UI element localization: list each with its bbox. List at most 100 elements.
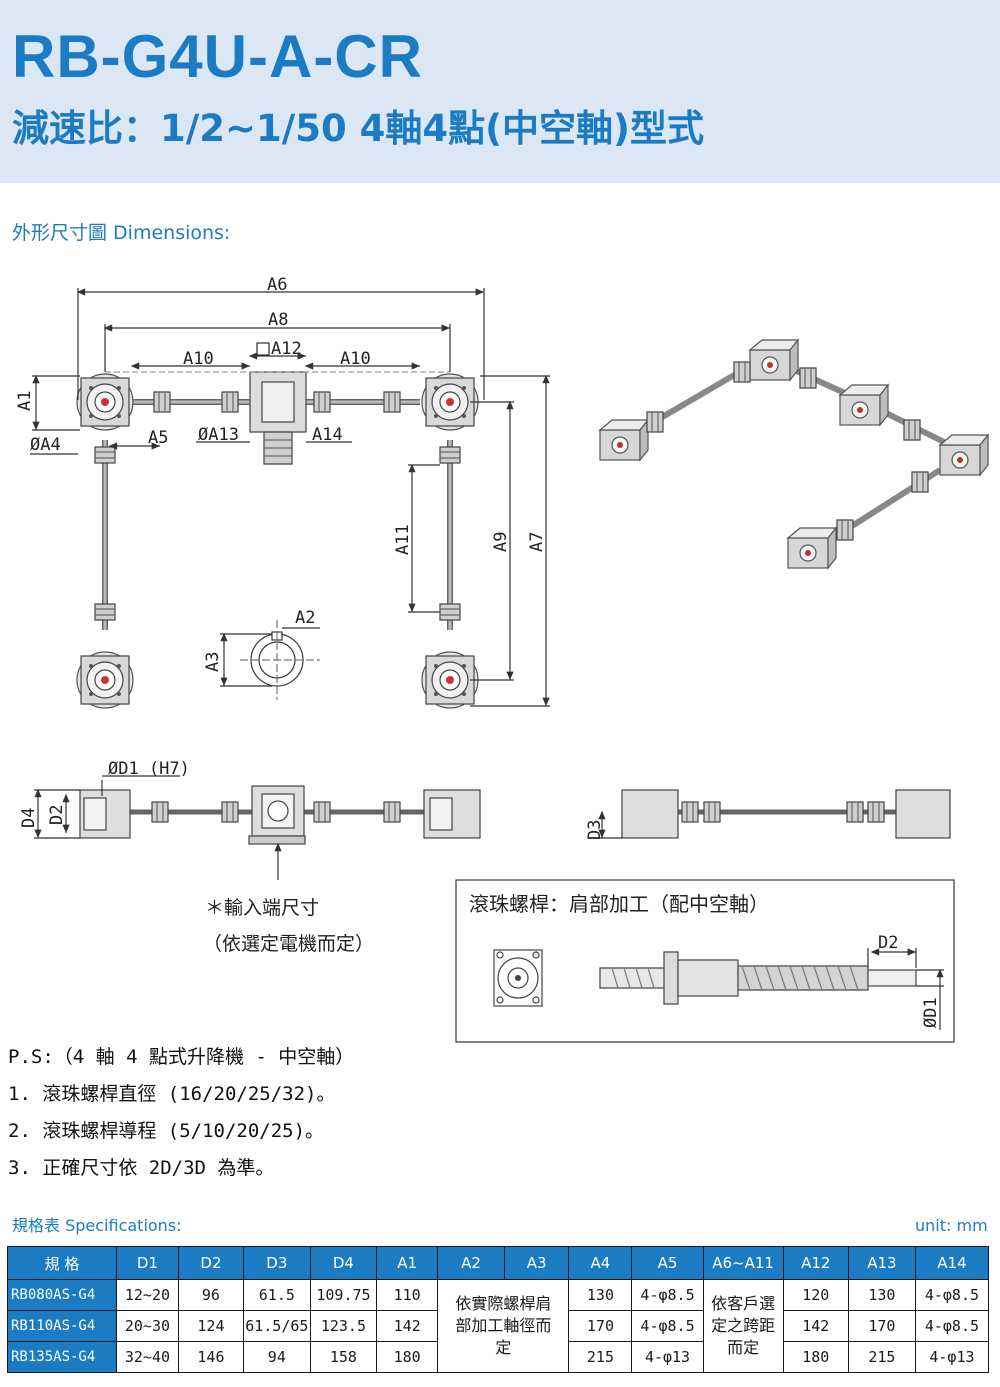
- a2-a3-note-line: 定: [495, 1338, 512, 1357]
- a6-a11-note-line: 依客戶選: [711, 1294, 776, 1313]
- table-cell: 123.5: [309, 1310, 378, 1342]
- table-cell: 109.75: [309, 1279, 378, 1311]
- dim-a8: A8: [268, 310, 288, 330]
- table-cell: 4-φ13: [631, 1341, 704, 1373]
- dim-d1-h7: ØD1 (H7): [108, 759, 190, 779]
- table-cell: 32~40: [115, 1341, 179, 1373]
- isometric-view: [599, 339, 989, 569]
- table-cell: 4-φ8.5: [914, 1310, 990, 1342]
- table-cell: 158: [309, 1341, 378, 1373]
- side-view-right: [598, 789, 951, 839]
- table-row: RB135AS-G4 32~40 146 94 158 180 215 4-φ1…: [7, 1341, 990, 1373]
- table-cell: 180: [376, 1341, 439, 1373]
- dimension-drawing: A6 A8 A10 A10 A12 A1 ØA4 A5 ØA13 A14 A11…: [15, 275, 989, 1043]
- table-cell: 215: [847, 1341, 916, 1373]
- table-cell: 110: [376, 1279, 439, 1311]
- table-cell: 94: [242, 1341, 311, 1373]
- ps-item-1: 1. 滾珠螺桿直徑 (16/20/25/32)。: [8, 1083, 336, 1105]
- ballscrew-box-title: 滾珠螺桿：肩部加工（配中空軸）: [469, 892, 769, 916]
- table-cell: 124: [177, 1310, 244, 1342]
- table-cell: 61.5/65: [242, 1310, 311, 1342]
- table-cell: 170: [847, 1310, 916, 1342]
- col-header: 規 格: [7, 1246, 117, 1280]
- col-header: A1: [376, 1246, 439, 1280]
- table-cell: 20~30: [115, 1310, 179, 1342]
- model-cell: RB080AS-G4: [7, 1279, 117, 1311]
- dim-a12: A12: [271, 339, 302, 359]
- ballscrew-detail-box: [455, 879, 955, 1043]
- ps-heading: P.S:（4 軸 4 點式升降機 - 中空軸）: [8, 1046, 355, 1068]
- spec-table: 規 格 D1 D2 D3 D4 A1 A2 A3 A4 A5 A6~A11 A1…: [7, 1246, 990, 1373]
- table-cell: 12~20: [115, 1279, 179, 1311]
- a2-a3-note-line: 部加工軸徑而: [455, 1316, 552, 1335]
- page-title: RB-G4U-A-CR: [12, 23, 423, 90]
- ps-item-3: 3. 正確尺寸依 2D/3D 為準。: [8, 1157, 275, 1179]
- dim-a6: A6: [267, 275, 287, 295]
- a2-a3-note: 依實際螺桿肩 部加工軸徑而 定: [437, 1279, 570, 1373]
- dimensions-heading: 外形尺寸圖 Dimensions:: [12, 222, 231, 244]
- col-header: A5: [631, 1246, 704, 1280]
- dim-a1: A1: [15, 391, 35, 411]
- table-cell: 170: [568, 1310, 633, 1342]
- dim-a2: A2: [295, 608, 315, 628]
- model-cell: RB135AS-G4: [7, 1341, 117, 1373]
- table-row: RB110AS-G4 20~30 124 61.5/65 123.5 142 1…: [7, 1310, 990, 1342]
- table-cell: 130: [847, 1279, 916, 1311]
- table-cell: 120: [782, 1279, 849, 1311]
- table-cell: 130: [568, 1279, 633, 1311]
- dim-a10-right: A10: [340, 349, 371, 369]
- dim-a5: A5: [148, 428, 168, 448]
- a6-a11-note-line: 而定: [727, 1338, 760, 1357]
- model-cell: RB110AS-G4: [7, 1310, 117, 1342]
- table-cell: 180: [782, 1341, 849, 1373]
- header-banner: RB-G4U-A-CR 減速比：1/2~1/50 4軸4點(中空軸)型式: [0, 0, 1000, 183]
- a2-a3-note-line: 依實際螺桿肩: [455, 1294, 552, 1313]
- table-cell: 96: [177, 1279, 244, 1311]
- dim-a14: A14: [312, 425, 343, 445]
- col-header: A12: [782, 1246, 849, 1280]
- a6-a11-note-line: 定之跨距: [711, 1316, 776, 1335]
- dim-d1-ballscrew: ØD1: [921, 997, 941, 1028]
- ps-item-2: 2. 滾珠螺桿導程 (5/10/20/25)。: [8, 1120, 325, 1142]
- col-header: D3: [242, 1246, 311, 1280]
- col-header: A2: [437, 1246, 505, 1280]
- dim-a11: A11: [393, 524, 413, 555]
- dim-a10-left: A10: [183, 349, 214, 369]
- dim-a13: ØA13: [198, 425, 239, 445]
- dim-a9: A9: [491, 532, 511, 552]
- dim-a7: A7: [527, 532, 547, 552]
- col-header: A3: [503, 1246, 570, 1280]
- dim-d4: D4: [19, 808, 39, 828]
- col-header: D2: [177, 1246, 244, 1280]
- spec-heading: 規格表 Specifications:: [12, 1216, 182, 1235]
- table-cell: 4-φ8.5: [631, 1310, 704, 1342]
- table-cell: 146: [177, 1341, 244, 1373]
- dim-d2-ballscrew: D2: [878, 933, 898, 953]
- a6-a11-note: 依客戶選 定之跨距 而定: [702, 1279, 784, 1373]
- plan-view: [76, 371, 479, 709]
- col-header: A14: [914, 1246, 990, 1280]
- input-note-line1: ＊輸入端尺寸: [205, 897, 319, 919]
- input-note-line2: （依選定電機而定）: [203, 933, 374, 955]
- dimension-texts: A6 A8 A10 A10 A12 A1 ØA4 A5 ØA13 A14 A11…: [15, 275, 547, 672]
- table-row: RB080AS-G4 12~20 96 61.5 109.75 110 依實際螺…: [7, 1279, 990, 1373]
- table-cell: 142: [782, 1310, 849, 1342]
- table-cell: 215: [568, 1341, 633, 1373]
- dim-a4: ØA4: [30, 435, 61, 455]
- dim-d3: D3: [585, 820, 605, 840]
- spec-header-row: 規 格 D1 D2 D3 D4 A1 A2 A3 A4 A5 A6~A11 A1…: [7, 1246, 990, 1280]
- table-cell: 142: [376, 1310, 439, 1342]
- side-view-left: [34, 775, 481, 880]
- page-subtitle: 減速比：1/2~1/50 4軸4點(中空軸)型式: [12, 107, 704, 150]
- dim-a3: A3: [203, 652, 223, 672]
- dimension-lines: [30, 288, 550, 707]
- table-cell: 4-φ13: [914, 1341, 990, 1373]
- col-header: A13: [847, 1246, 916, 1280]
- col-header: D4: [309, 1246, 378, 1280]
- col-header: A4: [568, 1246, 633, 1280]
- table-cell: 4-φ8.5: [631, 1279, 704, 1311]
- dim-d2: D2: [47, 805, 67, 825]
- unit-label: unit: mm: [915, 1216, 988, 1235]
- col-header: A6~A11: [702, 1246, 784, 1280]
- table-cell: 61.5: [242, 1279, 311, 1311]
